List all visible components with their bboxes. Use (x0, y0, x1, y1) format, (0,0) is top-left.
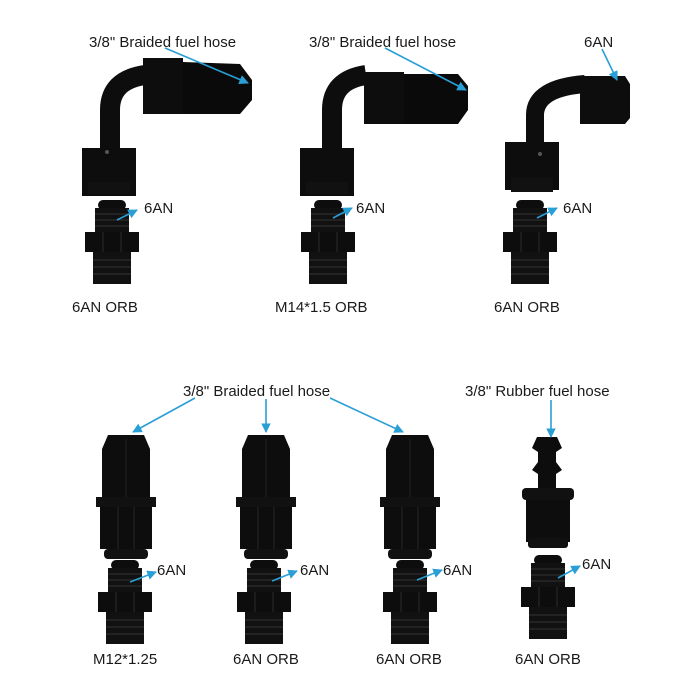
fitting-1-elbow (82, 58, 252, 285)
callout-arrows (116, 47, 618, 583)
label-hose-2: 3/8" Braided fuel hose (309, 34, 457, 51)
label-thread-b2: 6AN ORB (233, 651, 299, 668)
label-an-b1: 6AN (157, 562, 187, 579)
label-hose-1: 3/8" Braided fuel hose (89, 34, 237, 51)
label-rubber-hose: 3/8" Rubber fuel hose (465, 383, 610, 400)
fitting-barb (520, 437, 576, 640)
label-thread-1: 6AN ORB (72, 299, 138, 316)
label-thread-3: 6AN ORB (494, 299, 560, 316)
label-an-b4: 6AN (582, 556, 612, 573)
fitting-2-elbow (300, 65, 468, 285)
label-an-b3: 6AN (443, 562, 473, 579)
label-hose-3: 6AN (584, 34, 614, 51)
label-thread-b1: M12*1.25 (93, 651, 158, 668)
label-thread-2: M14*1.5 ORB (275, 299, 368, 316)
fitting-3-elbow (502, 75, 630, 285)
label-an-2: 6AN (356, 200, 386, 217)
label-shared-hose: 3/8" Braided fuel hose (183, 383, 331, 400)
label-an-b2: 6AN (300, 562, 330, 579)
label-thread-b4: 6AN ORB (515, 651, 581, 668)
label-an-3: 6AN (563, 200, 593, 217)
label-thread-b3: 6AN ORB (376, 651, 442, 668)
label-an-1: 6AN (144, 200, 174, 217)
